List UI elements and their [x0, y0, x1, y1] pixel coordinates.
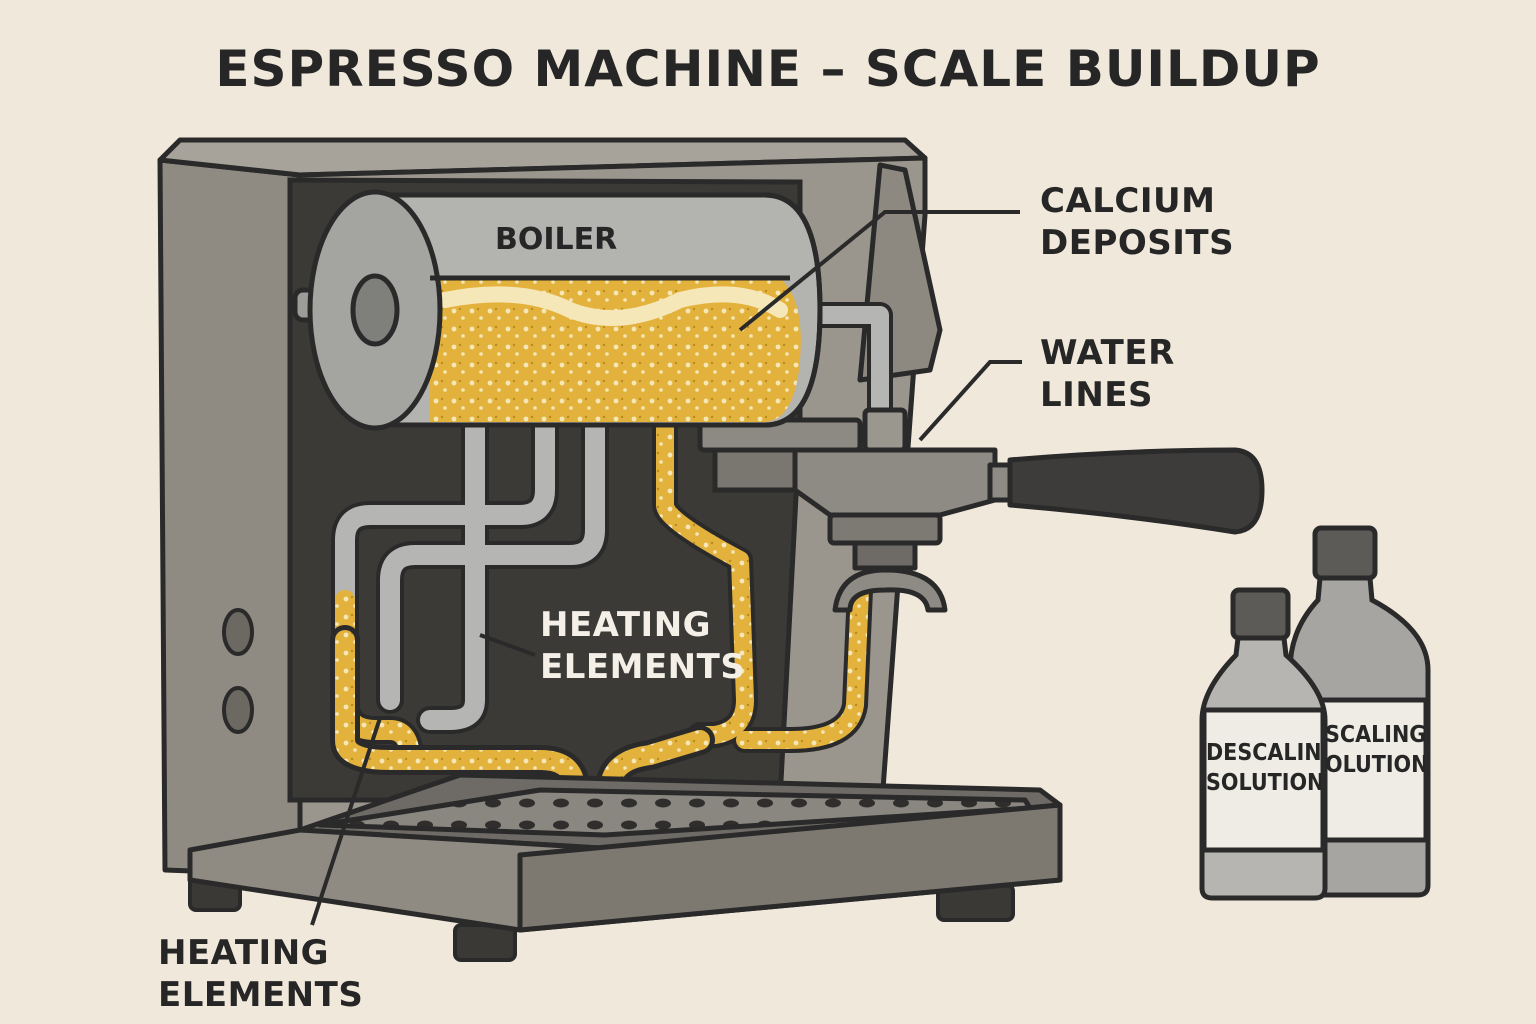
page-title: ESPRESSO MACHINE – SCALE BUILDUP [215, 40, 1321, 98]
boiler-label: BOILER [495, 222, 618, 257]
water-lines-label: WATER LINES [1040, 333, 1175, 415]
boiler [292, 189, 823, 431]
portafilter[interactable] [792, 407, 1265, 613]
water-lines [652, 302, 893, 753]
back-bottle-label: SCALING OLUTION [1325, 722, 1425, 778]
heating-elements-outer-label: HEATING ELEMENTS [158, 933, 364, 1015]
front-bottle-label: DESCALING SOLUTION [1206, 740, 1321, 796]
calcium-deposits-label: CALCIUM DEPOSITS [1040, 181, 1235, 263]
descaling-bottle-front [1199, 587, 1328, 901]
drip-tray [187, 772, 1063, 933]
control-knobs[interactable] [222, 608, 254, 734]
callout-lines [310, 210, 1022, 926]
heating-elements-inner-label: HEATING ELEMENTS [540, 605, 746, 687]
